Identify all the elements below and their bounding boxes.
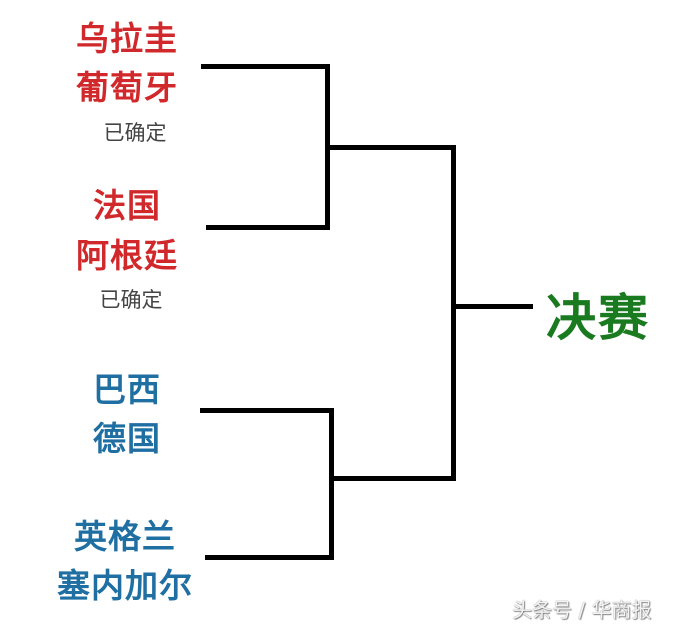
team-germany: 德国 [93, 419, 161, 458]
team-uruguay: 乌拉圭 [76, 19, 178, 58]
match-status: 已确定 [99, 288, 163, 312]
team-england: 英格兰 [74, 517, 176, 556]
bracket-line [329, 476, 456, 481]
bracket-line [451, 304, 533, 309]
bracket-line [206, 225, 330, 230]
team-brazil: 巴西 [93, 370, 161, 409]
watermark: 头条号 / 华商报 [512, 598, 652, 622]
team-argentina: 阿根廷 [76, 236, 178, 275]
final-label: 决赛 [546, 289, 650, 347]
team-france: 法国 [93, 186, 161, 225]
team-portugal: 葡萄牙 [76, 68, 178, 107]
bracket-line [201, 64, 330, 69]
bracket-line [451, 145, 456, 481]
bracket-line [329, 408, 334, 560]
team-senegal: 塞内加尔 [57, 566, 193, 605]
bracket-line [200, 408, 334, 413]
bracket-line [325, 145, 456, 150]
bracket-line [205, 555, 334, 560]
match-status: 已确定 [103, 121, 167, 145]
